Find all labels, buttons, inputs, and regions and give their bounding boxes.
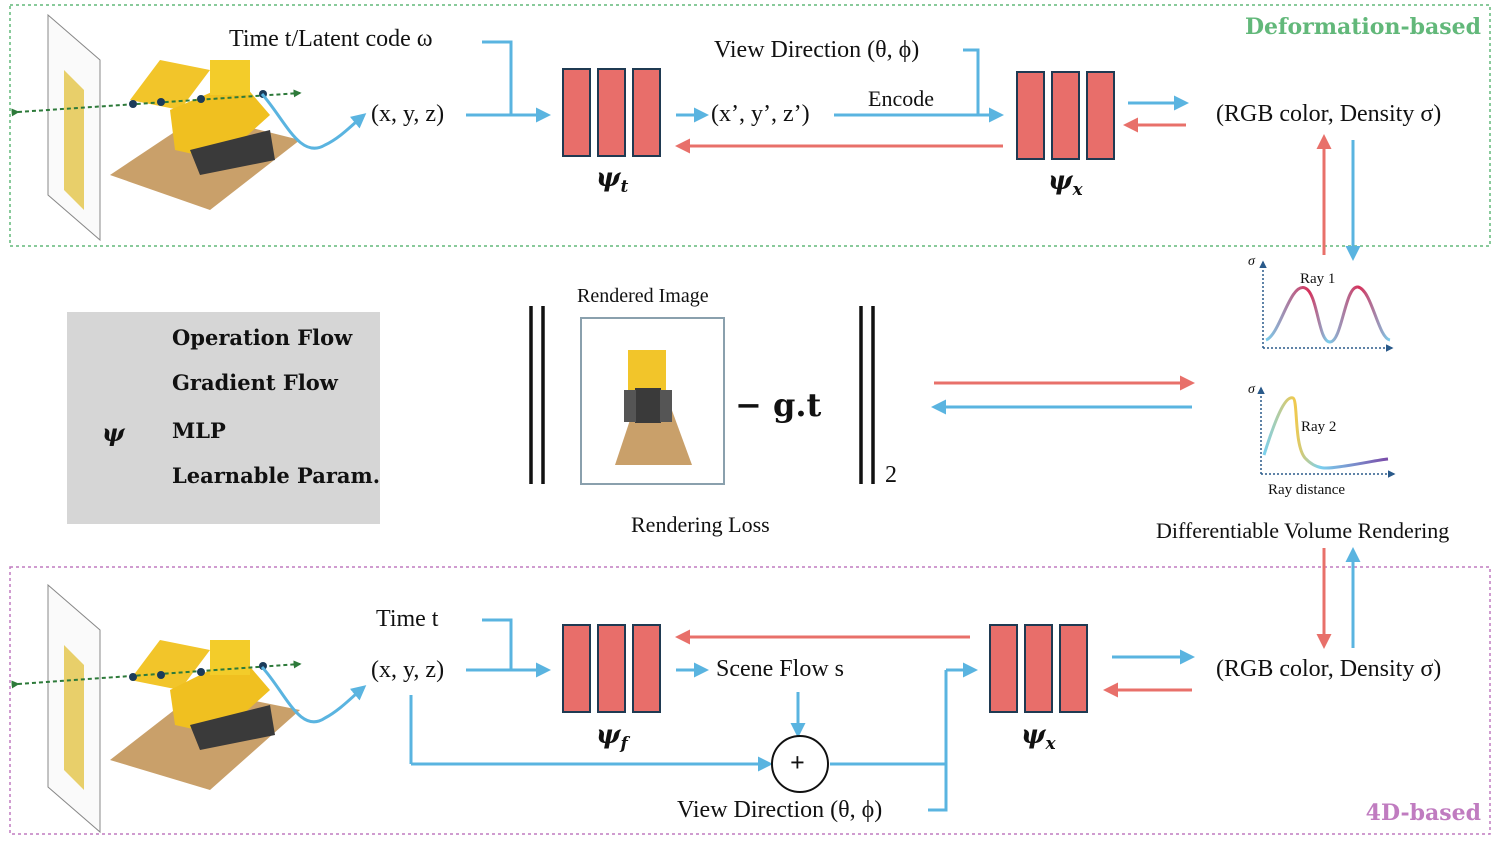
norm-subscript: 2 [885, 462, 897, 488]
rendering-loss-label: Rendering Loss [631, 512, 770, 537]
top-mlp-psi-t-label: ψt [596, 163, 629, 198]
legend-psi-symbol: ψ [102, 418, 125, 447]
sum-node-circle [771, 735, 829, 793]
top-panel-label: Deformation-based [1244, 14, 1481, 40]
bottom-mlp-psi-f-label: ψf [596, 720, 628, 755]
bottom-panel-label: 4D-based [1365, 800, 1481, 826]
top-encode-label: Encode [868, 86, 934, 111]
legend-param-label: Learnable Param. [172, 463, 381, 488]
top-xyz-prime-label: (x’, y’, z’) [711, 101, 810, 127]
legend-operation-label: Operation Flow [172, 325, 353, 350]
ray1-plot [1259, 260, 1394, 352]
ray2-label: Ray 2 [1301, 419, 1337, 435]
bottom-scene-illustration [11, 583, 367, 834]
top-mlp-psi-x-label: ψx [1048, 166, 1083, 201]
ray-distance-label: Ray distance [1268, 482, 1346, 498]
top-arrows [466, 40, 1361, 261]
bottom-mlp-psi-x-label: ψx [1021, 720, 1056, 755]
ray1-sigma-label: σ [1248, 254, 1255, 269]
bottom-view-direction-label: View Direction (θ, ϕ) [677, 797, 883, 823]
top-view-direction-label: View Direction (θ, ϕ) [714, 37, 920, 63]
top-output-label: (RGB color, Density σ) [1216, 101, 1442, 127]
top-mlp-psi-t-params [562, 68, 661, 157]
legend-gradient-label: Gradient Flow [172, 370, 338, 395]
ray1-label: Ray 1 [1300, 271, 1336, 287]
scene-flow-label: Scene Flow s [716, 656, 844, 682]
legend-mlp-label: MLP [172, 418, 226, 443]
bottom-xyz-label: (x, y, z) [371, 657, 445, 683]
minus-gt-label: − g.t [735, 386, 822, 424]
volume-rendering-title: Differentiable Volume Rendering [1156, 518, 1450, 543]
top-xyz-label: (x, y, z) [371, 101, 445, 127]
bottom-panel-frame [9, 566, 1491, 835]
ray2-plot [1257, 386, 1396, 478]
legend-box [67, 312, 380, 524]
bottom-time-label: Time t [376, 606, 439, 632]
top-mlp-psi-x-params [1016, 71, 1115, 160]
top-time-latent-label: Time t/Latent code ω [229, 26, 433, 52]
top-scene-illustration [11, 13, 367, 242]
rendered-image-label: Rendered Image [577, 285, 709, 307]
sum-node-plus: + [790, 748, 805, 777]
rendered-image-frame [580, 317, 725, 485]
ray2-sigma-label: σ [1248, 382, 1255, 397]
bottom-mlp-psi-x-params [989, 624, 1088, 713]
top-panel-frame [9, 4, 1491, 247]
bottom-mlp-psi-f-params [562, 624, 661, 713]
bottom-output-label: (RGB color, Density σ) [1216, 656, 1442, 682]
norm-bars [529, 306, 875, 484]
bottom-arrows [409, 618, 1195, 812]
